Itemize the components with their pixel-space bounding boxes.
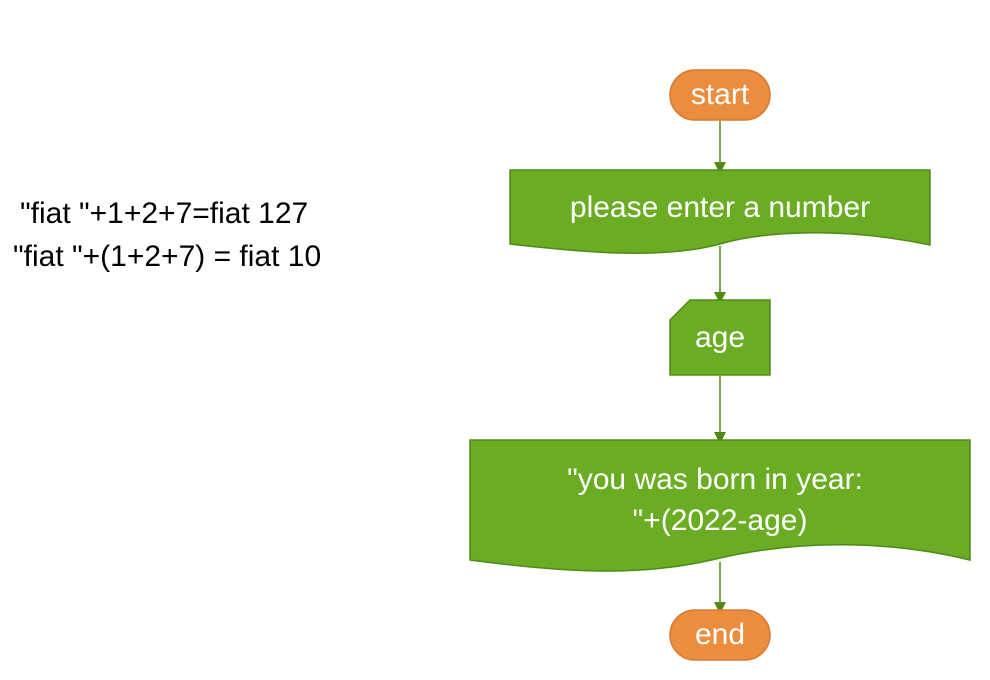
output-node: "you was born in year: "+(2022-age) <box>469 439 971 572</box>
start-terminal: start <box>669 69 771 121</box>
age-variable-node: age <box>669 299 771 376</box>
input-prompt-label: please enter a number <box>570 191 870 224</box>
output-label-line-2: "+(2022-age) <box>633 504 808 537</box>
end-terminal: end <box>669 609 771 661</box>
age-variable-label: age <box>695 321 745 354</box>
output-label-line-1: "you was born in year: <box>567 463 863 496</box>
start-label: start <box>691 78 750 111</box>
note-line-2: "fiat "+(1+2+7) = fiat 10 <box>13 240 322 273</box>
code-note: "fiat "+1+2+7=fiat 127 "fiat "+(1+2+7) =… <box>0 192 400 278</box>
note-line-1: "fiat "+1+2+7=fiat 127 <box>20 197 309 230</box>
input-prompt-node: please enter a number <box>509 169 931 254</box>
end-label: end <box>695 618 745 651</box>
